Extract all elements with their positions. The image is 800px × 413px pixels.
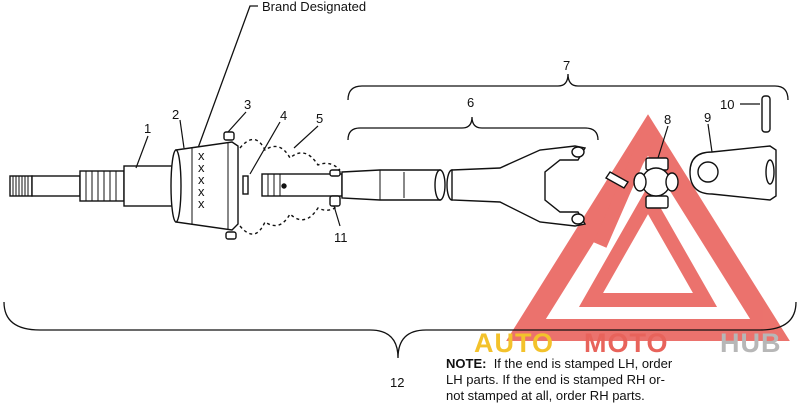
callout-1: 1: [144, 121, 151, 136]
watermark-text: AUTO MOTO HUB: [474, 328, 782, 358]
brand-designated-leader: [197, 5, 258, 149]
stamp-mark: x: [198, 160, 205, 175]
note-label: NOTE:: [446, 356, 487, 371]
watermark-auto: AUTO: [474, 328, 554, 358]
note-text-1: If the end is stamped LH, order: [493, 356, 673, 371]
stamp-mark: x: [198, 184, 205, 199]
callout-6: 6: [467, 95, 474, 110]
note-block: NOTE: If the end is stamped LH, order LH…: [446, 356, 746, 404]
watermark-moto: MOTO: [584, 328, 669, 358]
brand-designated-label: Brand Designated: [262, 0, 366, 14]
axle-assembly: [9, 95, 777, 240]
stamp-mark: x: [198, 196, 205, 211]
bracket-6: [347, 116, 599, 141]
callout-11: 11: [334, 230, 348, 245]
callout-7: 7: [563, 58, 570, 73]
callout-3: 3: [244, 97, 251, 112]
leader-lines: [135, 103, 760, 227]
watermark-hub: HUB: [720, 328, 782, 358]
note-line-1: NOTE: If the end is stamped LH, order: [446, 356, 746, 372]
callout-2: 2: [172, 107, 179, 122]
note-line-3: not stamped at all, order RH parts.: [446, 388, 645, 403]
note-line-2: LH parts. If the end is stamped RH or-: [446, 372, 665, 387]
bracket-7: [347, 73, 789, 101]
callout-10: 10: [720, 97, 734, 112]
stamp-marks: x x x x x: [198, 148, 205, 211]
callout-8: 8: [664, 112, 671, 127]
stamp-mark: x: [198, 148, 205, 163]
callout-5: 5: [316, 111, 323, 126]
callout-4: 4: [280, 108, 287, 123]
bracket-12: [3, 301, 797, 359]
stamp-mark: x: [198, 172, 205, 187]
callout-9: 9: [704, 110, 711, 125]
callout-12: 12: [390, 375, 404, 390]
